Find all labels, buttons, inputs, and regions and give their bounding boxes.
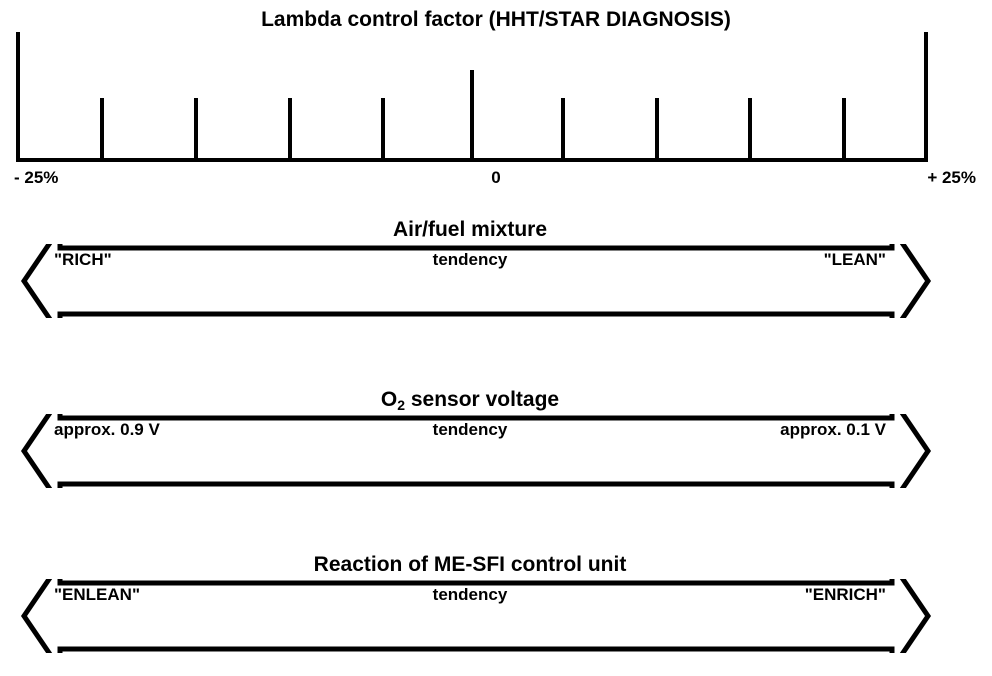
band-label-left: "RICH" — [54, 250, 112, 269]
band-label-center: tendency — [432, 250, 508, 269]
page-title: Lambda control factor (HHT/STAR DIAGNOSI… — [261, 8, 731, 31]
band-o2-sensor-voltage: O2 sensor voltage approx. 0.9 V tendency… — [8, 388, 932, 488]
scale-tick-minor-2 — [194, 98, 198, 160]
double-arrow — [8, 579, 932, 653]
lambda-scale — [0, 30, 992, 160]
band-title: Reaction of ME-SFI control unit — [313, 553, 627, 576]
scale-label-min: - 25% — [14, 168, 59, 187]
band-label-right: approx. 0.1 V — [780, 420, 886, 439]
scale-tick-minor-6 — [655, 98, 659, 160]
scale-tick-minor-8 — [842, 98, 846, 160]
band-label-center: tendency — [432, 585, 508, 604]
band-label-left: approx. 0.9 V — [54, 420, 160, 439]
band-title: O2 sensor voltage — [380, 388, 560, 413]
double-arrow-shape — [20, 244, 932, 318]
scale-baseline — [16, 158, 928, 162]
band-label-left: "ENLEAN" — [54, 585, 141, 604]
band-me-sfi-reaction: Reaction of ME-SFI control unit "ENLEAN"… — [8, 553, 932, 653]
scale-tick-end-right — [924, 32, 928, 160]
band-air-fuel-mixture: Air/fuel mixture "RICH" tendency "LEAN" — [8, 218, 932, 318]
scale-tick-minor-5 — [561, 98, 565, 160]
scale-tick-minor-7 — [748, 98, 752, 160]
double-arrow-shape — [20, 579, 932, 653]
scale-tick-minor-1 — [100, 98, 104, 160]
scale-tick-end-left — [16, 32, 20, 160]
double-arrow-shape — [20, 414, 932, 488]
band-label-right: "LEAN" — [823, 250, 886, 269]
double-arrow — [8, 414, 932, 488]
scale-tick-center — [470, 70, 474, 160]
scale-tick-minor-4 — [381, 98, 385, 160]
scale-tick-minor-3 — [288, 98, 292, 160]
scale-label-max: + 25% — [927, 168, 976, 187]
band-label-right: "ENRICH" — [804, 585, 886, 604]
scale-label-center: 0 — [491, 168, 501, 187]
band-label-center: tendency — [432, 420, 508, 439]
double-arrow — [8, 244, 932, 318]
band-title: Air/fuel mixture — [392, 218, 548, 241]
